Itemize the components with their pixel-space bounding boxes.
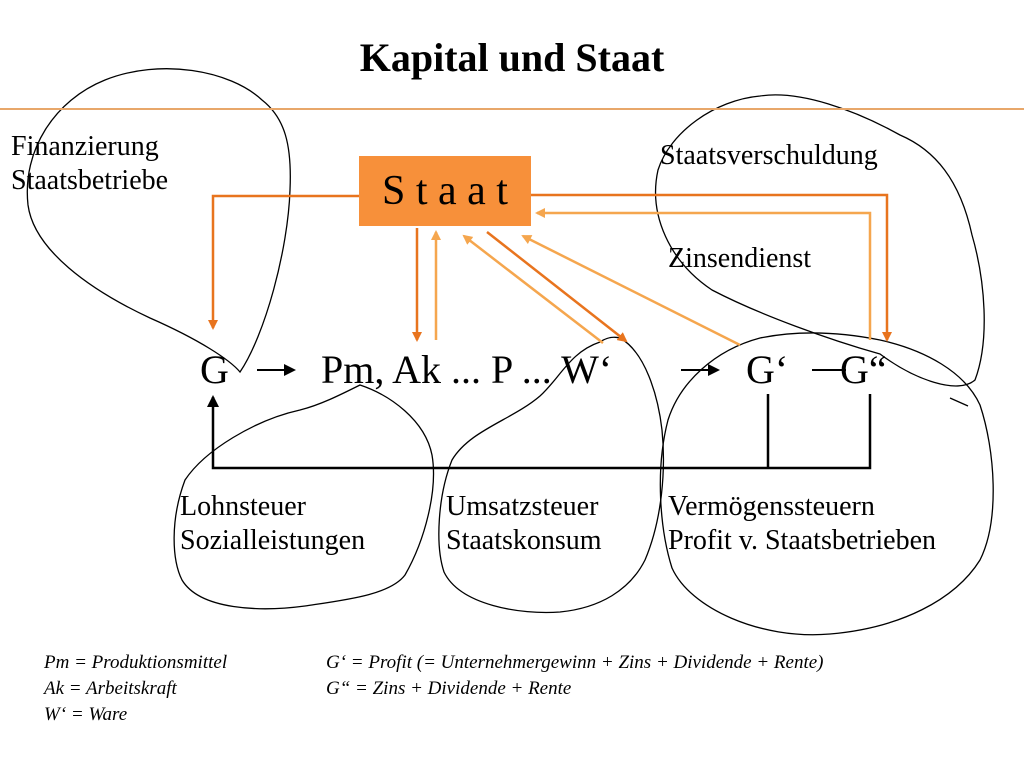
- umsatzsteuer-line: Umsatzsteuer: [446, 491, 599, 522]
- legend-ak: Ak = Arbeitskraft: [44, 678, 177, 699]
- hand-drawn-loop-vermoegen: [659, 332, 994, 636]
- feedback-loop: [207, 394, 872, 470]
- legend-g-prime: G‘ = Profit (= Unternehmergewinn + Zins …: [326, 652, 824, 673]
- circuit-g-prime: G‘: [746, 347, 789, 392]
- staat-box: S t a a t: [359, 156, 531, 226]
- sozialleistungen-line: Sozialleistungen: [180, 525, 366, 556]
- hand-drawn-tick: [949, 397, 969, 407]
- staatskonsum-line: Staatskonsum: [446, 525, 602, 556]
- vermoegenssteuern-label: Vermögenssteuern Profit v. Staatsbetrieb…: [668, 490, 936, 558]
- arrow-staat-to-w: [486, 231, 628, 343]
- finanzierung-label: Finanzierung Staatsbetriebe: [11, 130, 168, 198]
- title-divider: [0, 108, 1024, 110]
- circuit-g-double: G“: [840, 347, 887, 392]
- hand-drawn-loop-umsatzsteuer: [438, 336, 665, 614]
- lohnsteuer-line: Lohnsteuer: [180, 491, 306, 522]
- circuit-g: G: [200, 347, 229, 392]
- lohnsteuer-label: Lohnsteuer Sozialleistungen: [180, 490, 365, 558]
- legend-left: Pm = Produktionsmittel Ak = Arbeitskraft…: [44, 650, 227, 728]
- vermoegenssteuern-line: Vermögenssteuern: [668, 491, 875, 522]
- arrow-w-to-staat-1: [462, 234, 604, 344]
- arrow-w-to-staat-2: [521, 234, 741, 347]
- staatsbetriebe-line: Staatsbetriebe: [11, 165, 169, 196]
- hand-drawn-loop-lohnsteuer: [173, 384, 435, 610]
- arrow-staat-to-g-double: [531, 193, 892, 342]
- arrow-g-double-to-staat: [535, 208, 872, 340]
- profit-staatsbetriebe-line: Profit v. Staatsbetrieben: [668, 525, 937, 556]
- staatsverschuldung-label: Staatsverschuldung: [660, 140, 878, 171]
- arrow-staat-to-g: [208, 194, 359, 330]
- legend-w: W‘ = Ware: [44, 704, 128, 725]
- umsatzsteuer-label: Umsatzsteuer Staatskonsum: [446, 490, 602, 558]
- page-title: Kapital und Staat: [359, 35, 665, 80]
- legend-right: G‘ = Profit (= Unternehmergewinn + Zins …: [326, 650, 824, 702]
- circuit-pm-ak: Pm, Ak ... P ... W‘: [321, 347, 613, 392]
- legend-pm: Pm = Produktionsmittel: [44, 652, 228, 673]
- zinsendienst-label: Zinsendienst: [668, 243, 812, 274]
- finanzierung-line: Finanzierung: [11, 131, 159, 162]
- legend-g-double: G“ = Zins + Dividende + Rente: [326, 678, 572, 699]
- hand-drawn-loop-right: [654, 94, 985, 387]
- hand-drawn-loop-left: [26, 68, 291, 374]
